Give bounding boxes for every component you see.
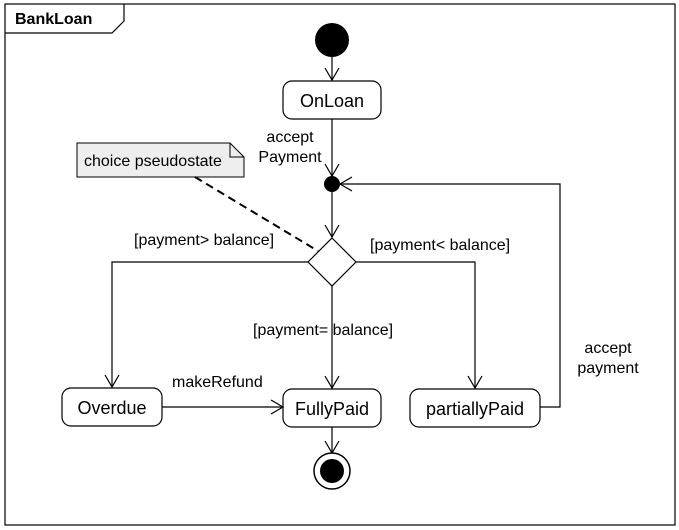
final-state-core xyxy=(320,459,344,483)
make-refund-label: makeRefund xyxy=(172,374,263,391)
state-partiallypaid-label: partiallyPaid xyxy=(426,399,524,419)
note-box xyxy=(76,142,245,178)
transition-choice-partiallypaid xyxy=(356,261,476,388)
loop-label-payment: payment xyxy=(577,360,639,377)
note-anchor-line xyxy=(194,176,319,252)
arrowhead xyxy=(104,374,120,389)
guard-greater-label: [payment> balance] xyxy=(134,232,274,249)
arrowhead xyxy=(324,375,340,390)
guard-less-label: [payment< balance] xyxy=(370,237,510,254)
state-onloan-label: OnLoan xyxy=(300,91,364,111)
transition-choice-overdue xyxy=(111,261,308,387)
arrowhead xyxy=(324,67,340,82)
frame-title: BankLoan xyxy=(15,11,92,28)
arrowhead xyxy=(338,176,353,192)
arrowhead xyxy=(270,399,285,415)
state-fullypaid-label: FullyPaid xyxy=(295,399,369,419)
guard-equal-label: [payment= balance] xyxy=(253,322,393,339)
arrowhead xyxy=(324,224,340,239)
junction-pseudostate xyxy=(324,176,340,192)
note-text: choice pseudostate xyxy=(84,153,222,170)
note-fold xyxy=(229,143,244,158)
frame-tab xyxy=(5,4,125,34)
initial-state xyxy=(315,23,349,57)
arrowhead xyxy=(467,375,483,390)
transition-label-accept: accept xyxy=(266,129,314,146)
state-partiallypaid xyxy=(409,388,541,428)
state-overdue-label: Overdue xyxy=(77,398,146,418)
transition-partiallypaid-junction xyxy=(340,183,561,408)
transition-label-payment: Payment xyxy=(258,149,322,166)
loop-label-accept: accept xyxy=(584,340,632,357)
